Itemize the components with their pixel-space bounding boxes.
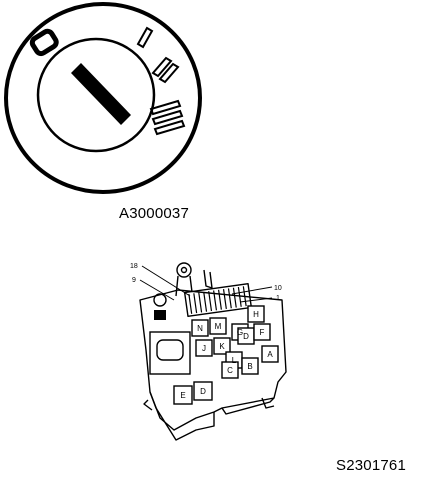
relay-label: A	[267, 350, 273, 359]
position-0-marker	[29, 28, 59, 57]
dark-relay	[154, 310, 166, 320]
relay-label: H	[253, 310, 259, 319]
cable-connector-hole	[180, 266, 188, 274]
relay-c	[221, 361, 239, 379]
relay-b	[241, 357, 259, 375]
top-clip	[203, 269, 213, 289]
relay-m	[209, 317, 227, 335]
callout-line-18	[141, 265, 191, 297]
relay-label: B	[247, 362, 252, 371]
cable-stem	[175, 275, 193, 297]
fuse-holder	[153, 293, 167, 307]
callout-1: 1	[276, 295, 280, 302]
position-3-marker	[149, 99, 186, 136]
relay-d-lower	[193, 381, 213, 401]
callout-18: 18	[130, 263, 138, 270]
relay-f	[253, 323, 271, 341]
mount-tab	[261, 397, 275, 409]
position-label-3: III	[166, 114, 167, 115]
relay-label: F	[260, 328, 265, 337]
fuse-strip-fuses	[188, 286, 247, 314]
relay-k	[213, 337, 231, 355]
position-label-0: 0	[40, 32, 41, 33]
relay-label: E	[180, 391, 185, 400]
callout-line-1	[239, 297, 273, 303]
key-slot	[71, 63, 131, 125]
figure-1-caption: A3000037	[119, 205, 190, 222]
relay-label: D	[200, 387, 206, 396]
relay-label: J	[202, 344, 206, 353]
mount-tab-left	[143, 399, 153, 411]
relay-a	[261, 345, 279, 363]
cable-connector	[176, 262, 192, 278]
relay-e	[173, 385, 193, 405]
relay-label: K	[219, 342, 225, 351]
callout-10: 10	[274, 285, 282, 292]
callout-line-9	[139, 279, 175, 301]
relay-label: C	[227, 366, 233, 375]
large-relay-face	[156, 339, 184, 361]
relay-n	[191, 319, 209, 337]
box-skirt	[149, 391, 275, 441]
relay-label: N	[197, 324, 203, 333]
position-2-marker	[151, 56, 180, 84]
relay-label: D	[243, 332, 249, 341]
relay-label: L	[232, 356, 237, 365]
callout-9: 9	[132, 277, 136, 284]
fuse-strip	[183, 282, 253, 318]
relay-label: G	[237, 328, 243, 337]
figure-2-caption: S2301761	[336, 457, 407, 474]
position-1-marker	[136, 26, 154, 49]
position-label-2: II	[164, 66, 165, 67]
relay-h	[247, 305, 265, 323]
relay-j	[195, 339, 213, 357]
relay-label: M	[215, 322, 222, 331]
callout-line-10	[231, 286, 273, 295]
